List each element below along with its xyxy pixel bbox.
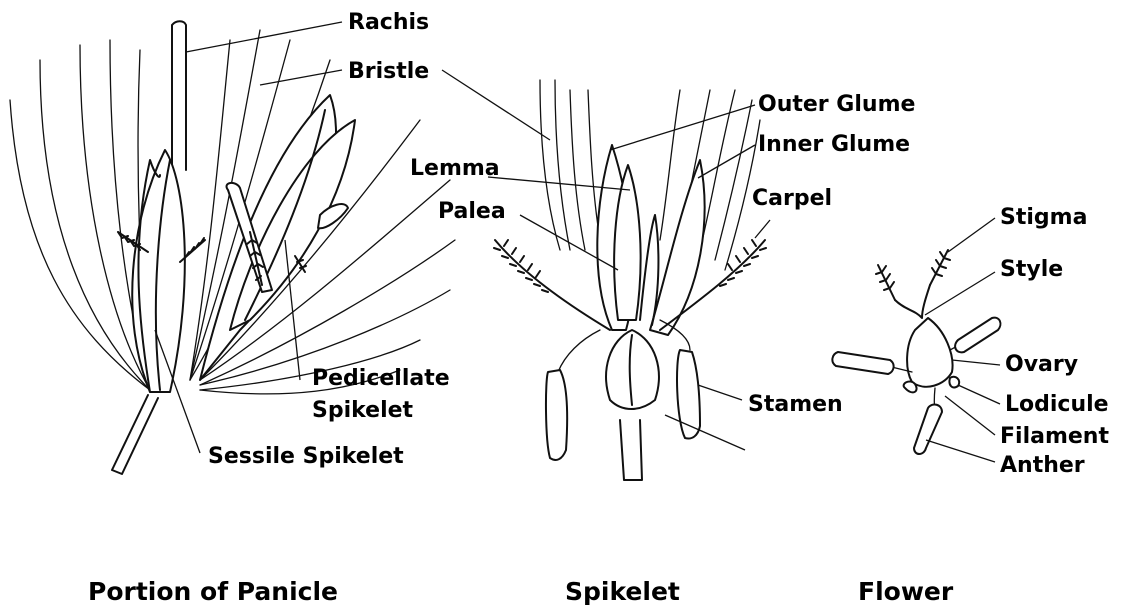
caption-portion-of-panicle: Portion of Panicle [88, 577, 338, 606]
label-palea: Palea [438, 199, 506, 224]
flower-stigma-left [876, 265, 895, 300]
rachis-stem [172, 21, 186, 170]
spikelet-ovary [606, 330, 659, 409]
spikelet-stalk [620, 420, 642, 480]
label-outer-glume: Outer Glume [758, 92, 915, 117]
label-bristle: Bristle [348, 59, 429, 84]
label-stigma: Stigma [1000, 205, 1087, 230]
label-lodicule: Lodicule [1005, 392, 1109, 417]
label-anther: Anther [1000, 453, 1085, 478]
label-style: Style [1000, 257, 1063, 282]
panicle-stalk [112, 395, 158, 474]
label-stamen: Stamen [748, 392, 843, 417]
flower-style [895, 285, 930, 318]
label-carpel: Carpel [752, 186, 832, 211]
label-lemma: Lemma [410, 156, 500, 181]
flower-anther-left [832, 352, 893, 374]
flower-anther-top [955, 318, 1000, 353]
label-rachis: Rachis [348, 10, 429, 35]
caption-spikelet: Spikelet [565, 577, 680, 606]
flower-drawing [832, 250, 1000, 454]
sessile-spikelet [132, 150, 185, 392]
spikelet-drawing [494, 80, 766, 480]
caption-flower: Flower [858, 577, 954, 606]
label-inner-glume: Inner Glume [758, 132, 910, 157]
spikelet-anther-left [546, 370, 567, 460]
label-filament: Filament [1000, 424, 1109, 449]
label-sessile-spikelet: Sessile Spikelet [208, 444, 404, 469]
flower-stigma-right [930, 250, 950, 285]
label-pedicellate-line1: Pedicellate [312, 366, 450, 391]
label-ovary: Ovary [1005, 352, 1078, 377]
label-pedicellate-line2: Spikelet [312, 398, 414, 423]
captions: Portion of Panicle Spikelet Flower [88, 577, 954, 606]
flower-ovary [907, 318, 952, 387]
flower-anther-bottom [914, 405, 942, 454]
spikelet-stigma-left [494, 240, 610, 330]
